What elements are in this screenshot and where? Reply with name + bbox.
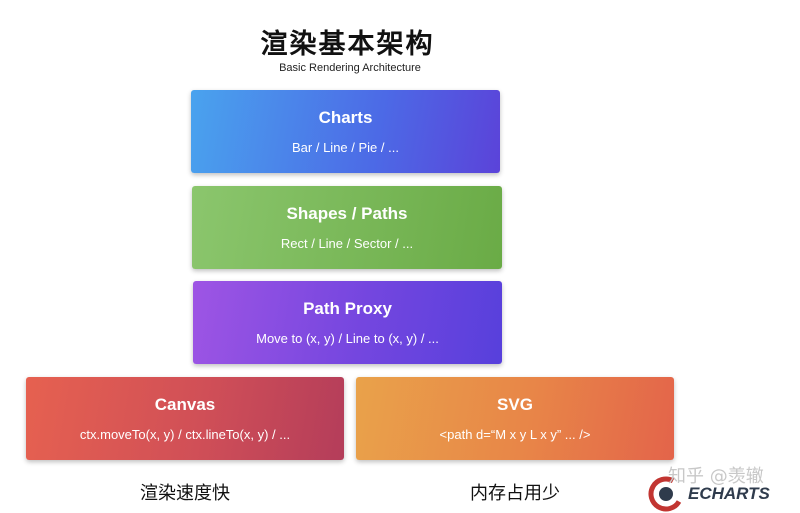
watermark: 知乎 @羡辙 ECHARTS <box>648 462 798 512</box>
shapes-layer-box: Shapes / Paths Rect / Line / Sector / ..… <box>192 186 502 269</box>
charts-layer-desc: Bar / Line / Pie / ... <box>292 140 399 155</box>
diagram-title: 渲染基本架构 <box>260 29 435 60</box>
canvas-layer-desc: ctx.moveTo(x, y) / ctx.lineTo(x, y) / ..… <box>79 427 291 442</box>
shapes-layer-desc: Rect / Line / Sector / ... <box>280 236 414 251</box>
canvas-layer-box: Canvas ctx.moveTo(x, y) / ctx.lineTo(x, … <box>26 377 344 460</box>
svg-caption: 内存占用少 <box>470 483 560 504</box>
canvas-caption: 渲染速度快 <box>140 483 230 504</box>
charts-layer-box: Charts Bar / Line / Pie / ... <box>191 90 500 173</box>
path-proxy-layer-name: Path Proxy <box>303 299 392 318</box>
echarts-logo-icon <box>648 476 684 512</box>
watermark-text: 知乎 @羡辙 <box>668 466 764 487</box>
diagram-subtitle: Basic Rendering Architecture <box>279 62 421 74</box>
canvas-layer-name: Canvas <box>154 395 216 414</box>
path-proxy-layer-desc: Move to (x, y) / Line to (x, y) / ... <box>256 331 439 346</box>
charts-layer-name: Charts <box>318 108 373 127</box>
svg-layer-name: SVG <box>497 395 533 414</box>
path-proxy-layer-box: Path Proxy Move to (x, y) / Line to (x, … <box>193 281 502 364</box>
svg-layer-desc: <path d=“M x y L x y” ... /> <box>439 427 591 442</box>
echarts-logo-text: ECHARTS <box>688 484 770 503</box>
svg-layer-box: SVG <path d=“M x y L x y” ... /> <box>356 377 674 460</box>
shapes-layer-name: Shapes / Paths <box>286 204 408 223</box>
